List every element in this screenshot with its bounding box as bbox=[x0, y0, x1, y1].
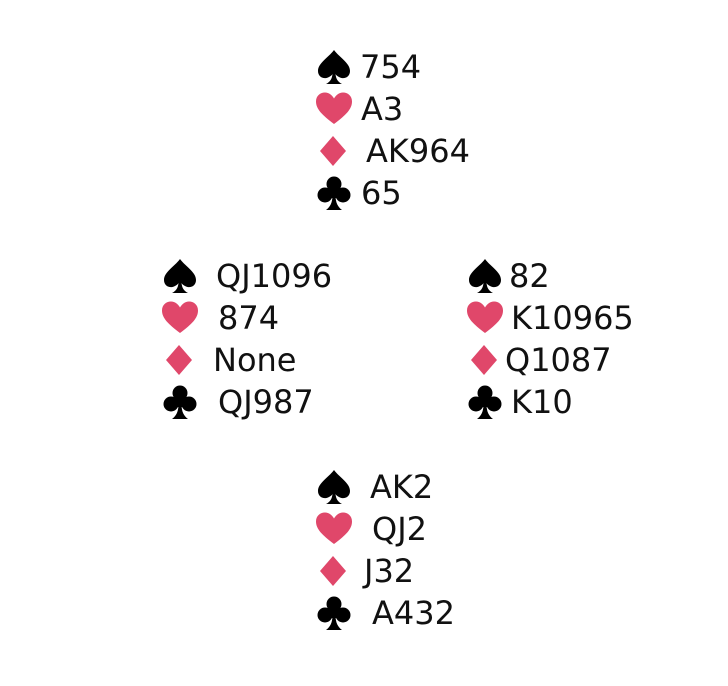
club-icon bbox=[314, 593, 354, 633]
east-spades-cards: 82 bbox=[509, 257, 550, 295]
south-hearts-cards: QJ2 bbox=[372, 510, 427, 548]
club-icon bbox=[314, 173, 354, 213]
spade-icon bbox=[160, 256, 200, 296]
east-diamonds-cards: Q1087 bbox=[505, 341, 612, 379]
spade-icon bbox=[314, 467, 354, 507]
diamond-icon bbox=[314, 551, 354, 591]
heart-icon bbox=[314, 509, 354, 549]
west-clubs-cards: QJ987 bbox=[218, 383, 314, 421]
north-clubs-cards: 65 bbox=[361, 174, 402, 212]
heart-icon bbox=[465, 298, 505, 338]
north-diamonds-cards: AK964 bbox=[366, 132, 470, 170]
spade-icon bbox=[314, 47, 354, 87]
club-icon bbox=[160, 382, 200, 422]
diamond-icon bbox=[465, 340, 505, 380]
west-hearts-cards: 874 bbox=[218, 299, 280, 337]
spade-icon bbox=[465, 256, 505, 296]
south-clubs-cards: A432 bbox=[372, 594, 455, 632]
south-spades-cards: AK2 bbox=[370, 468, 434, 506]
west-diamonds-cards: None bbox=[213, 341, 297, 379]
diamond-icon bbox=[160, 340, 200, 380]
diamond-icon bbox=[314, 131, 354, 171]
south-diamonds-cards: J32 bbox=[364, 552, 415, 590]
club-icon bbox=[465, 382, 505, 422]
east-hearts-cards: K10965 bbox=[511, 299, 634, 337]
west-spades-cards: QJ1096 bbox=[216, 257, 333, 295]
north-spades-cards: 754 bbox=[360, 48, 422, 86]
north-hearts-cards: A3 bbox=[361, 90, 404, 128]
heart-icon bbox=[160, 298, 200, 338]
east-clubs-cards: K10 bbox=[511, 383, 573, 421]
heart-icon bbox=[314, 89, 354, 129]
